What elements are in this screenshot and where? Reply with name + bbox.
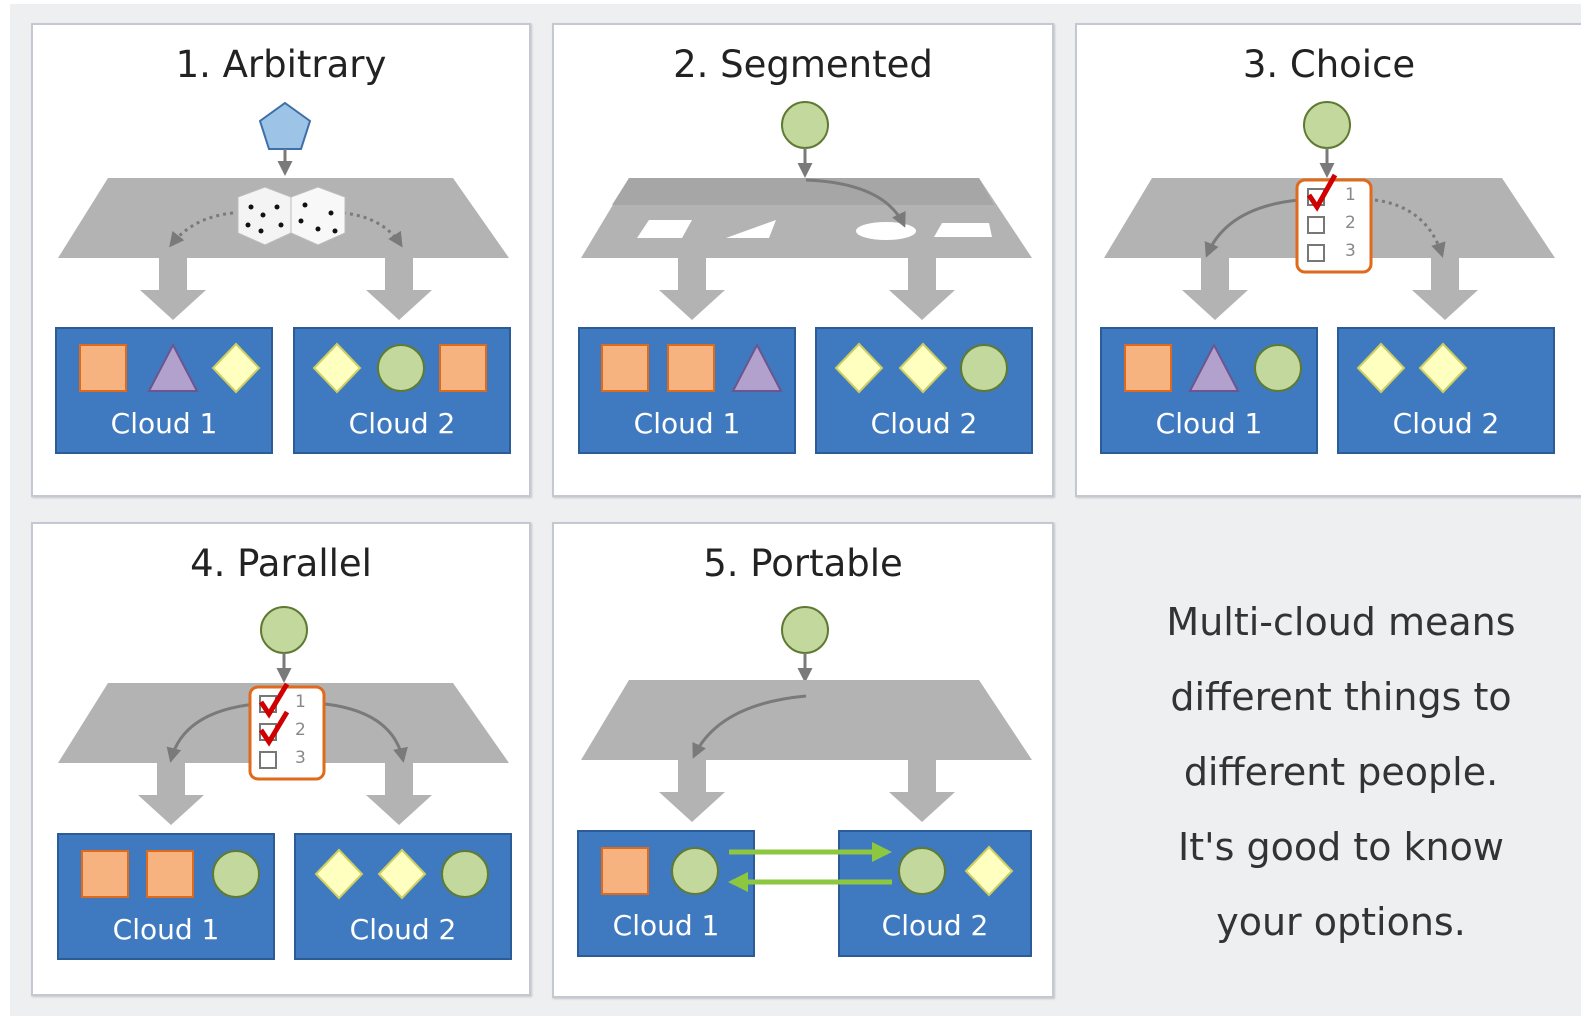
down-arrow-icon [1412,258,1478,320]
panel-title: 1. Arbitrary [175,43,387,86]
panel-title: 2. Segmented [673,43,933,86]
pentagon-icon [258,101,312,150]
circle-icon [1254,344,1302,392]
cloud-label: Cloud 1 [110,407,218,440]
circle-icon [441,850,489,898]
checklist-number: 3 [1345,241,1356,261]
caption-line: different things to [1170,675,1512,719]
circle-icon [260,606,308,654]
cloud-label: Cloud 2 [870,407,978,440]
diamond-icon [834,342,884,394]
square-icon [439,344,487,392]
checklist-number: 2 [1345,213,1356,233]
segment-shape [934,223,992,237]
panel-title: 4. Parallel [190,542,372,585]
panel-portable-graphic [577,606,1032,957]
circle-icon [781,101,829,149]
circle-icon [781,606,829,654]
cloud-label: Cloud 1 [612,909,720,942]
triangle-icon [731,342,783,392]
circle-icon [377,344,425,392]
square-icon [81,850,129,898]
down-arrow-icon [138,763,204,825]
panel-portable: 5. Portable Cloud 1 Cloud 2 [552,522,1054,998]
down-arrow-icon [659,760,725,822]
cloud-label: Cloud 2 [348,407,456,440]
diamond-icon [377,848,427,900]
checklist-icon [1295,173,1373,274]
square-icon [79,344,127,392]
diamond-icon [211,342,261,394]
down-arrow-icon [659,258,725,320]
square-icon [1124,344,1172,392]
checkmark-icon [258,710,290,747]
square-icon [667,344,715,392]
checklist-icon [248,682,326,781]
dice-icon [237,186,346,246]
platform-shape [581,680,1032,760]
caption-line: your options. [1216,900,1466,944]
panel-title: 3. Choice [1242,43,1416,86]
circle-icon [960,344,1008,392]
caption-text: Multi-cloud means different things to di… [1116,585,1566,960]
diamond-icon [314,848,364,900]
panel-parallel-graphic [57,606,512,960]
segment-shape [856,222,916,240]
caption-line: Multi-cloud means [1166,600,1516,644]
segment-shape [726,220,776,238]
square-icon [601,344,649,392]
panel-title: 5. Portable [703,542,903,585]
panel-arbitrary: 1. Arbitrary Cloud 1 Cloud 2 [31,23,531,497]
square-icon [601,847,649,895]
checklist-number: 1 [295,692,306,712]
checkmark-icon [1306,173,1338,212]
cloud-label: Cloud 1 [633,407,741,440]
panel-segmented-graphic [578,101,1033,454]
down-arrow-icon [366,763,432,825]
diamond-icon [1356,342,1406,394]
cloud-label: Cloud 2 [881,909,989,942]
segment-shape [637,220,692,238]
cloud-label: Cloud 2 [1392,407,1500,440]
diamond-icon [1418,342,1468,394]
diamond-icon [898,342,948,394]
checklist-number: 2 [295,720,306,740]
diamond-icon [312,342,362,394]
diamond-icon [964,845,1014,897]
circle-icon [1303,101,1351,149]
cloud-label: Cloud 1 [1155,407,1263,440]
cloud-label: Cloud 2 [349,913,457,946]
panel-arbitrary-graphic [55,101,511,454]
panel-parallel: 4. Parallel 1 2 3 Cloud 1 Cloud 2 [31,522,531,996]
down-arrow-icon [1182,258,1248,320]
checkmark-icon [258,682,290,719]
triangle-icon [147,342,199,392]
checklist-number: 1 [1345,185,1356,205]
triangle-icon [1188,342,1240,392]
panel-choice-graphic [1100,101,1555,454]
down-arrow-icon [889,760,955,822]
panel-choice: 3. Choice 1 2 3 Cloud 1 Cloud 2 [1075,23,1581,497]
cloud-label: Cloud 1 [112,913,220,946]
checklist-number: 3 [295,748,306,768]
caption-line: It's good to know [1178,825,1504,869]
down-arrow-icon [366,258,432,320]
caption-line: different people. [1183,750,1499,794]
down-arrow-icon [140,258,206,320]
square-icon [146,850,194,898]
circle-icon [212,850,260,898]
down-arrow-icon [889,258,955,320]
panel-segmented: 2. Segmented Cloud 1 Cloud 2 [552,23,1054,497]
circle-icon [671,847,719,895]
circle-icon [898,847,946,895]
